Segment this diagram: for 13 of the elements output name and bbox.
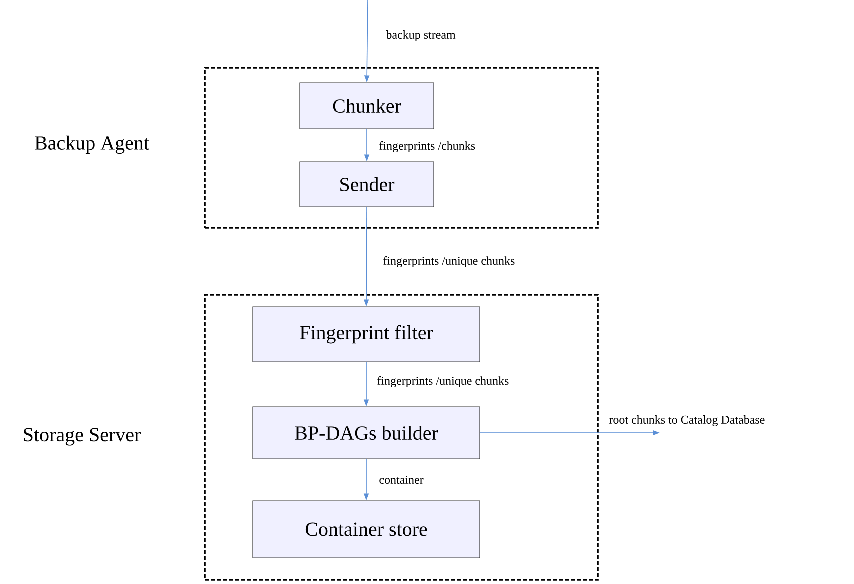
edge-label: container [378,474,425,486]
group-heading: Backup Agent [35,136,150,154]
edge-label: fingerprints /unique chunks [382,255,516,269]
edge-label: fingerprints /chunks [378,140,477,154]
process-box: Fingerprint filter [252,306,480,362]
process-box: BP-DAGs builder [252,406,480,460]
edge-label: backup stream [385,30,457,42]
process-box: Sender [300,162,434,208]
process-box: Container store [252,500,480,558]
process-box: Chunker [300,82,434,130]
group-heading: Storage Server [24,428,141,446]
edge-label: fingerprints /unique chunks [376,376,510,389]
edge-label: root chunks to Catalog Database [608,414,766,428]
